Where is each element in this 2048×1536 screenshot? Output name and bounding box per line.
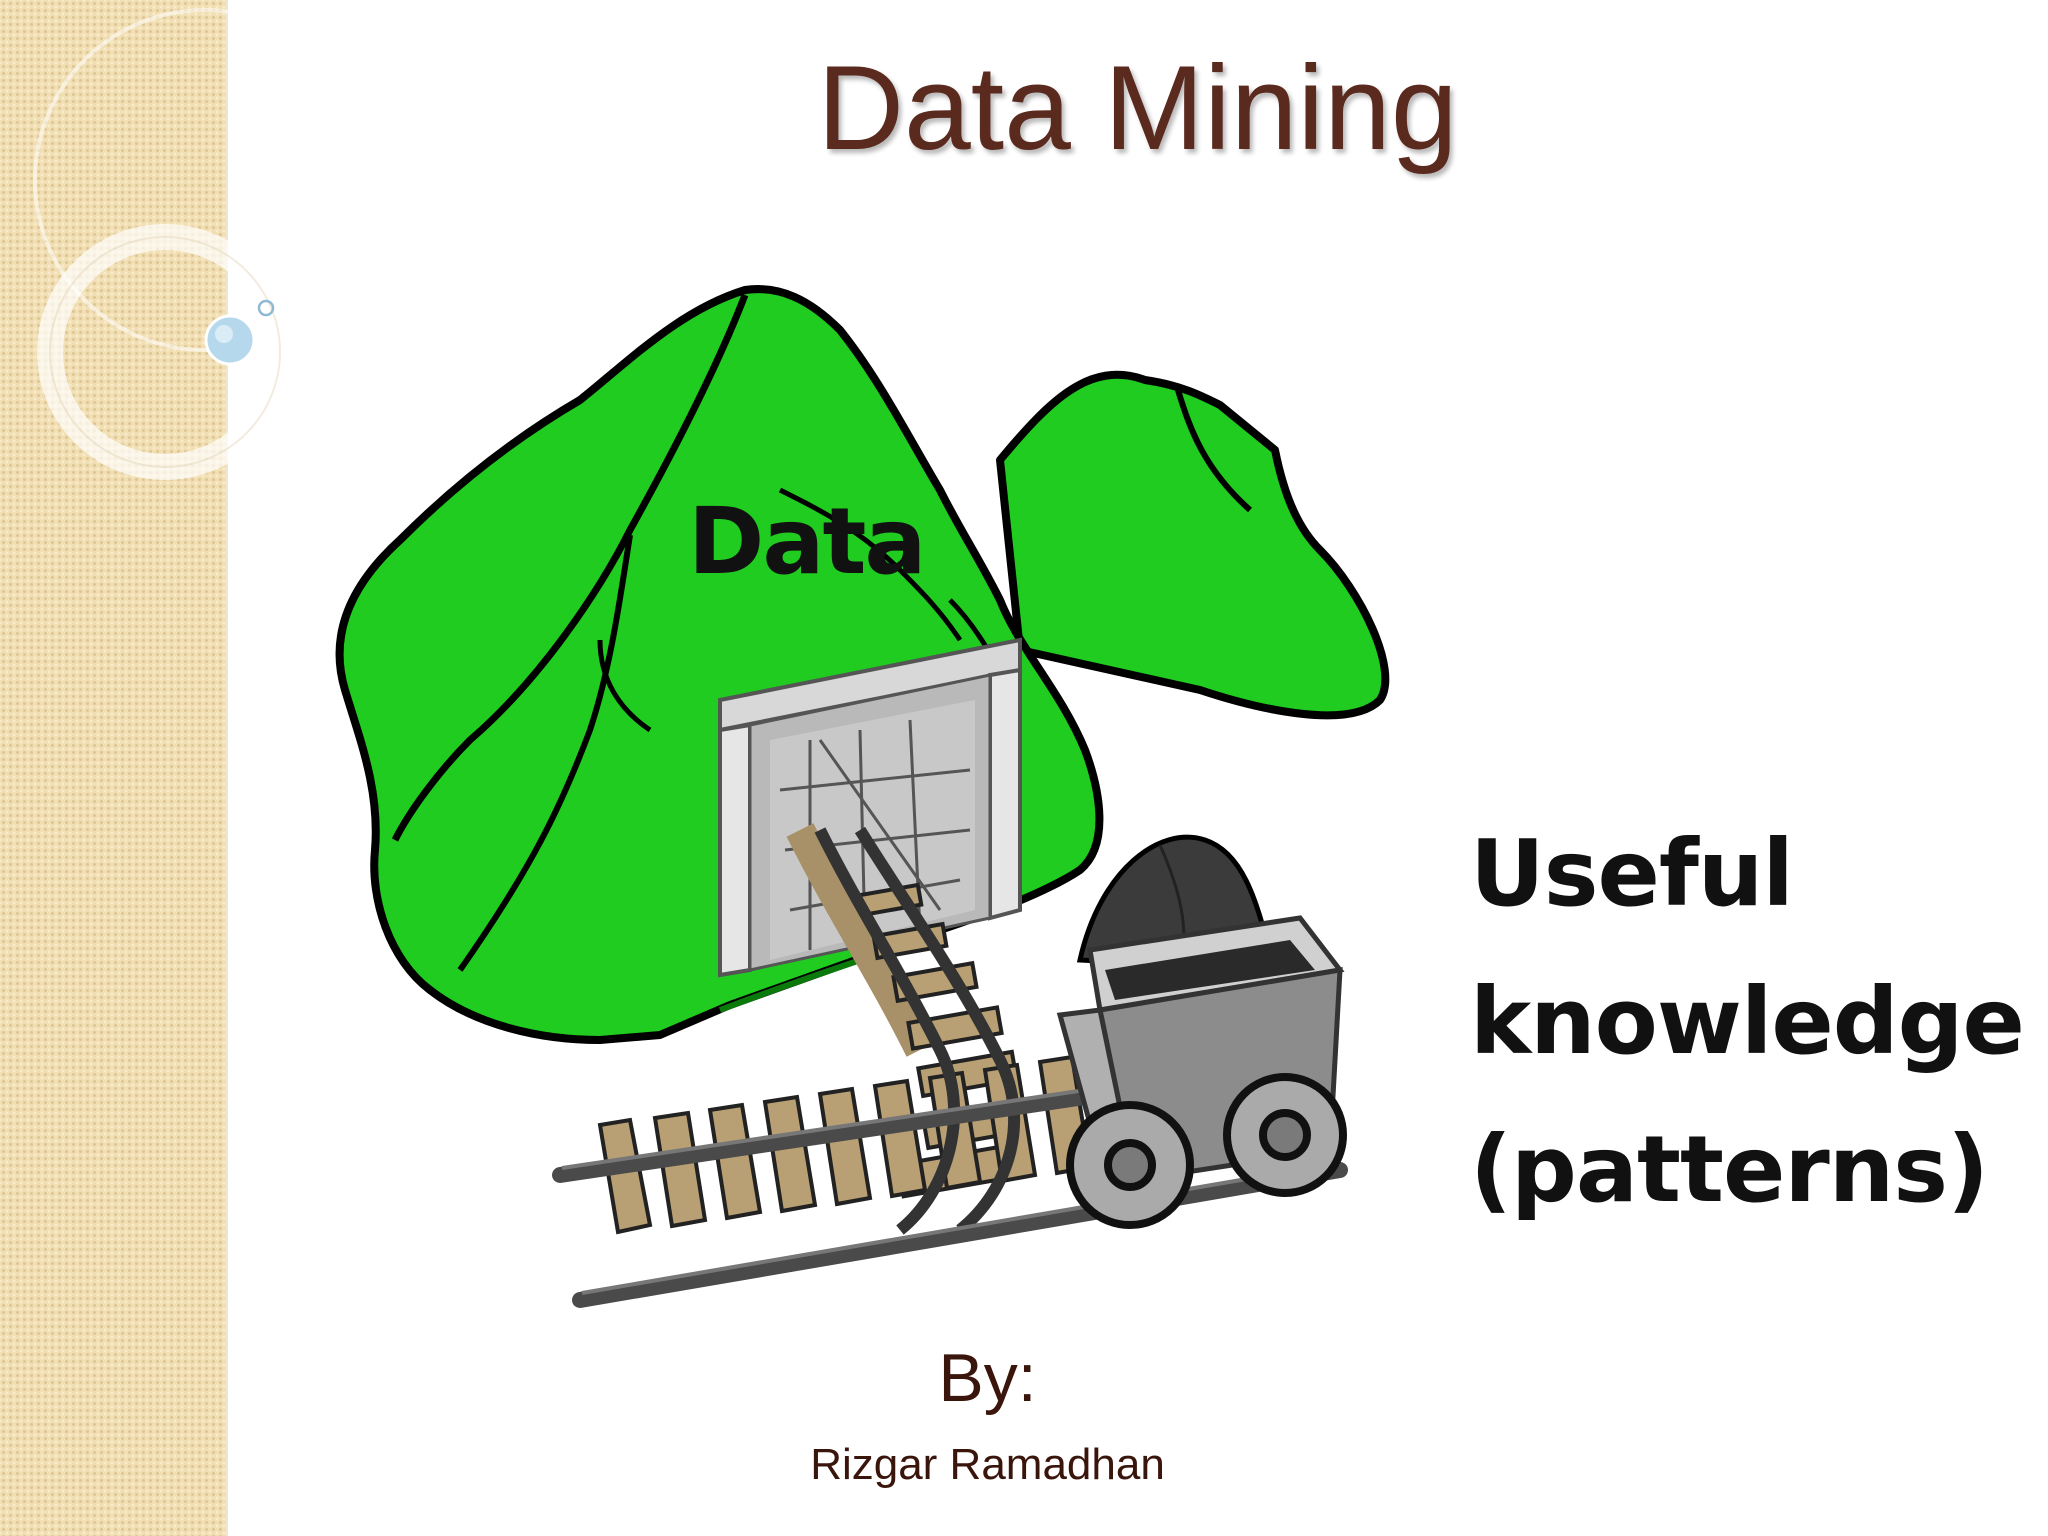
mine-illustration [335,285,1390,1308]
mine-entrance [718,637,1022,1057]
mine-cart [1056,834,1347,1229]
by-label-container: By: [227,1338,2048,1418]
slide-title: Data Mining [817,41,1458,175]
back-mountain [996,370,1390,720]
knowledge-line: Useful [1470,820,1794,927]
by-label: By: [938,1340,1037,1416]
knowledge-line: (patterns) [1470,1116,1989,1223]
mountain-label: Data [688,488,927,595]
decorative-circles [33,8,300,480]
author-container: Rizgar Ramadhan [227,1438,2048,1492]
band-edge [226,0,228,1536]
knowledge-label: Useful knowledge (patterns) [1470,800,2025,1244]
author-name: Rizgar Ramadhan [810,1440,1165,1489]
knowledge-line: knowledge [1470,968,2025,1075]
